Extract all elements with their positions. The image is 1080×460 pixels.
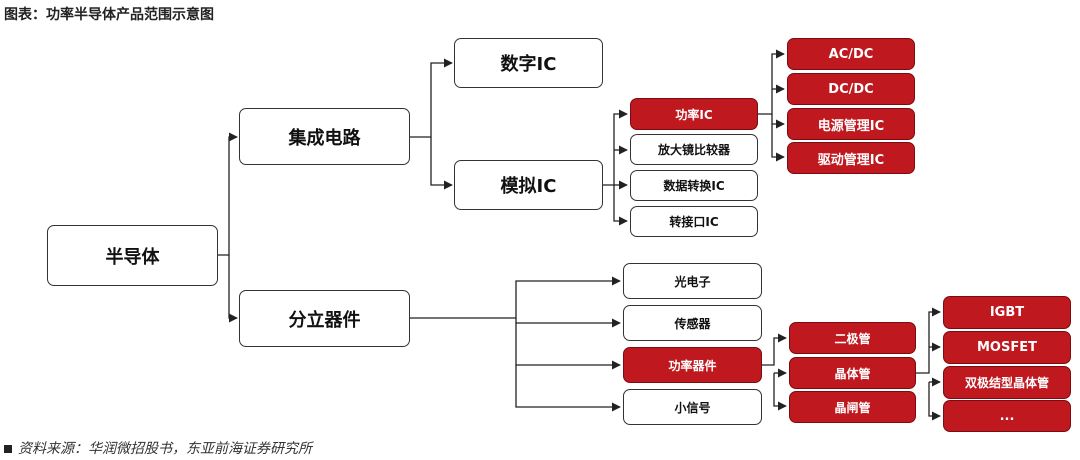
node-data-converter: 数据转换IC [630,170,758,201]
source-text: 资料来源：华润微招股书，东亚前海证券研究所 [18,441,312,457]
node-transistor: 晶体管 [789,357,916,389]
node-integrated-circuit: 集成电路 [239,108,410,165]
bullet-square-icon [4,445,12,453]
node-discrete-device: 分立器件 [239,290,410,347]
node-bipolar-junction-transistor: 双极结型晶体管 [943,366,1071,399]
node-diode: 二极管 [789,322,916,354]
node-power-ic: 功率IC [630,98,758,130]
node-power-device: 功率器件 [623,347,762,383]
node-sensor: 传感器 [623,305,762,341]
node-driver-management-ic: 驱动管理IC [787,142,915,174]
node-mosfet: MOSFET [943,331,1071,364]
node-thyristor: 晶闸管 [789,391,916,423]
figure-title: 图表：功率半导体产品范围示意图 [4,7,214,23]
node-dc-dc: DC/DC [787,73,915,105]
node-ac-dc: AC/DC [787,38,915,70]
node-digital-ic: 数字IC [454,38,603,88]
node-igbt: IGBT [943,296,1071,329]
node-interface-ic: 转接口IC [630,206,758,237]
node-small-signal: 小信号 [623,389,762,425]
node-amplifier-comparator: 放大镜比较器 [630,134,758,165]
node-optoelectronics: 光电子 [623,263,762,299]
node-power-management-ic: 电源管理IC [787,108,915,140]
source-note: 资料来源：华润微招股书，东亚前海证券研究所 [4,438,312,458]
node-ellipsis: ... [943,400,1071,432]
node-analog-ic: 模拟IC [454,160,603,210]
node-semiconductor: 半导体 [47,225,218,286]
